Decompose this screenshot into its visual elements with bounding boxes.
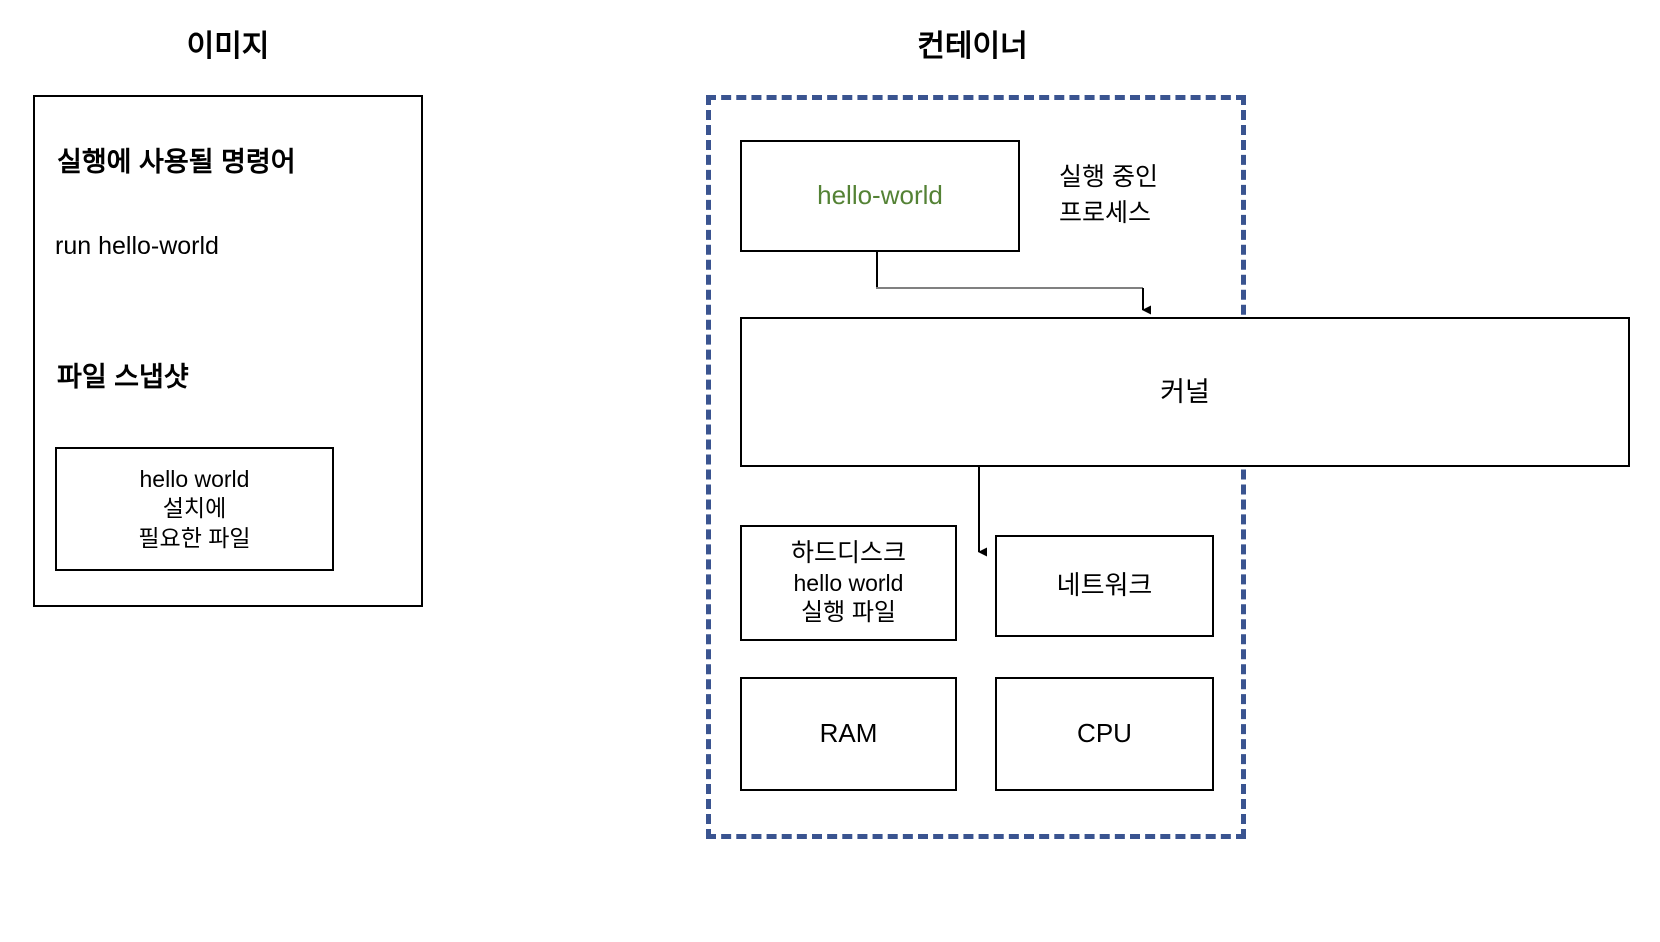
cpu-box: CPU xyxy=(995,677,1214,791)
process-box-label: hello-world xyxy=(817,180,943,211)
process-box-hello-world: hello-world xyxy=(740,140,1020,252)
kernel-label: 커널 xyxy=(1160,376,1210,407)
command-section-title: 실행에 사용될 명령어 xyxy=(57,147,296,177)
running-process-annotation: 실행 중인 프로세스 xyxy=(1059,160,1158,231)
harddisk-box: 하드디스크 hello world 실행 파일 xyxy=(740,525,957,641)
harddisk-line-2: hello world xyxy=(793,569,904,596)
kernel-box: 커널 xyxy=(740,317,1630,467)
image-panel-title: 이미지 xyxy=(186,30,270,63)
ram-box: RAM xyxy=(740,677,957,791)
command-value-text: run hello-world xyxy=(55,232,219,260)
container-panel-title: 컨테이너 xyxy=(917,30,1028,63)
snapshot-file-box: hello world 설치에 필요한 파일 xyxy=(55,447,334,571)
container-boundary xyxy=(706,95,1246,839)
harddisk-line-1: 하드디스크 xyxy=(790,538,906,567)
running-process-annotation-line-1: 실행 중인 xyxy=(1059,163,1158,191)
running-process-annotation-line-2: 프로세스 xyxy=(1059,198,1152,227)
snapshot-section-title: 파일 스냅샷 xyxy=(57,362,189,392)
ram-label: RAM xyxy=(819,718,878,749)
snapshot-line-3: 필요한 파일 xyxy=(138,524,251,551)
snapshot-line-1: hello world xyxy=(139,465,250,492)
harddisk-line-3: 실행 파일 xyxy=(801,599,896,627)
cpu-label: CPU xyxy=(1077,718,1132,749)
network-box: 네트워크 xyxy=(995,535,1214,637)
network-label: 네트워크 xyxy=(1056,570,1153,601)
snapshot-line-2: 설치에 xyxy=(162,495,227,522)
